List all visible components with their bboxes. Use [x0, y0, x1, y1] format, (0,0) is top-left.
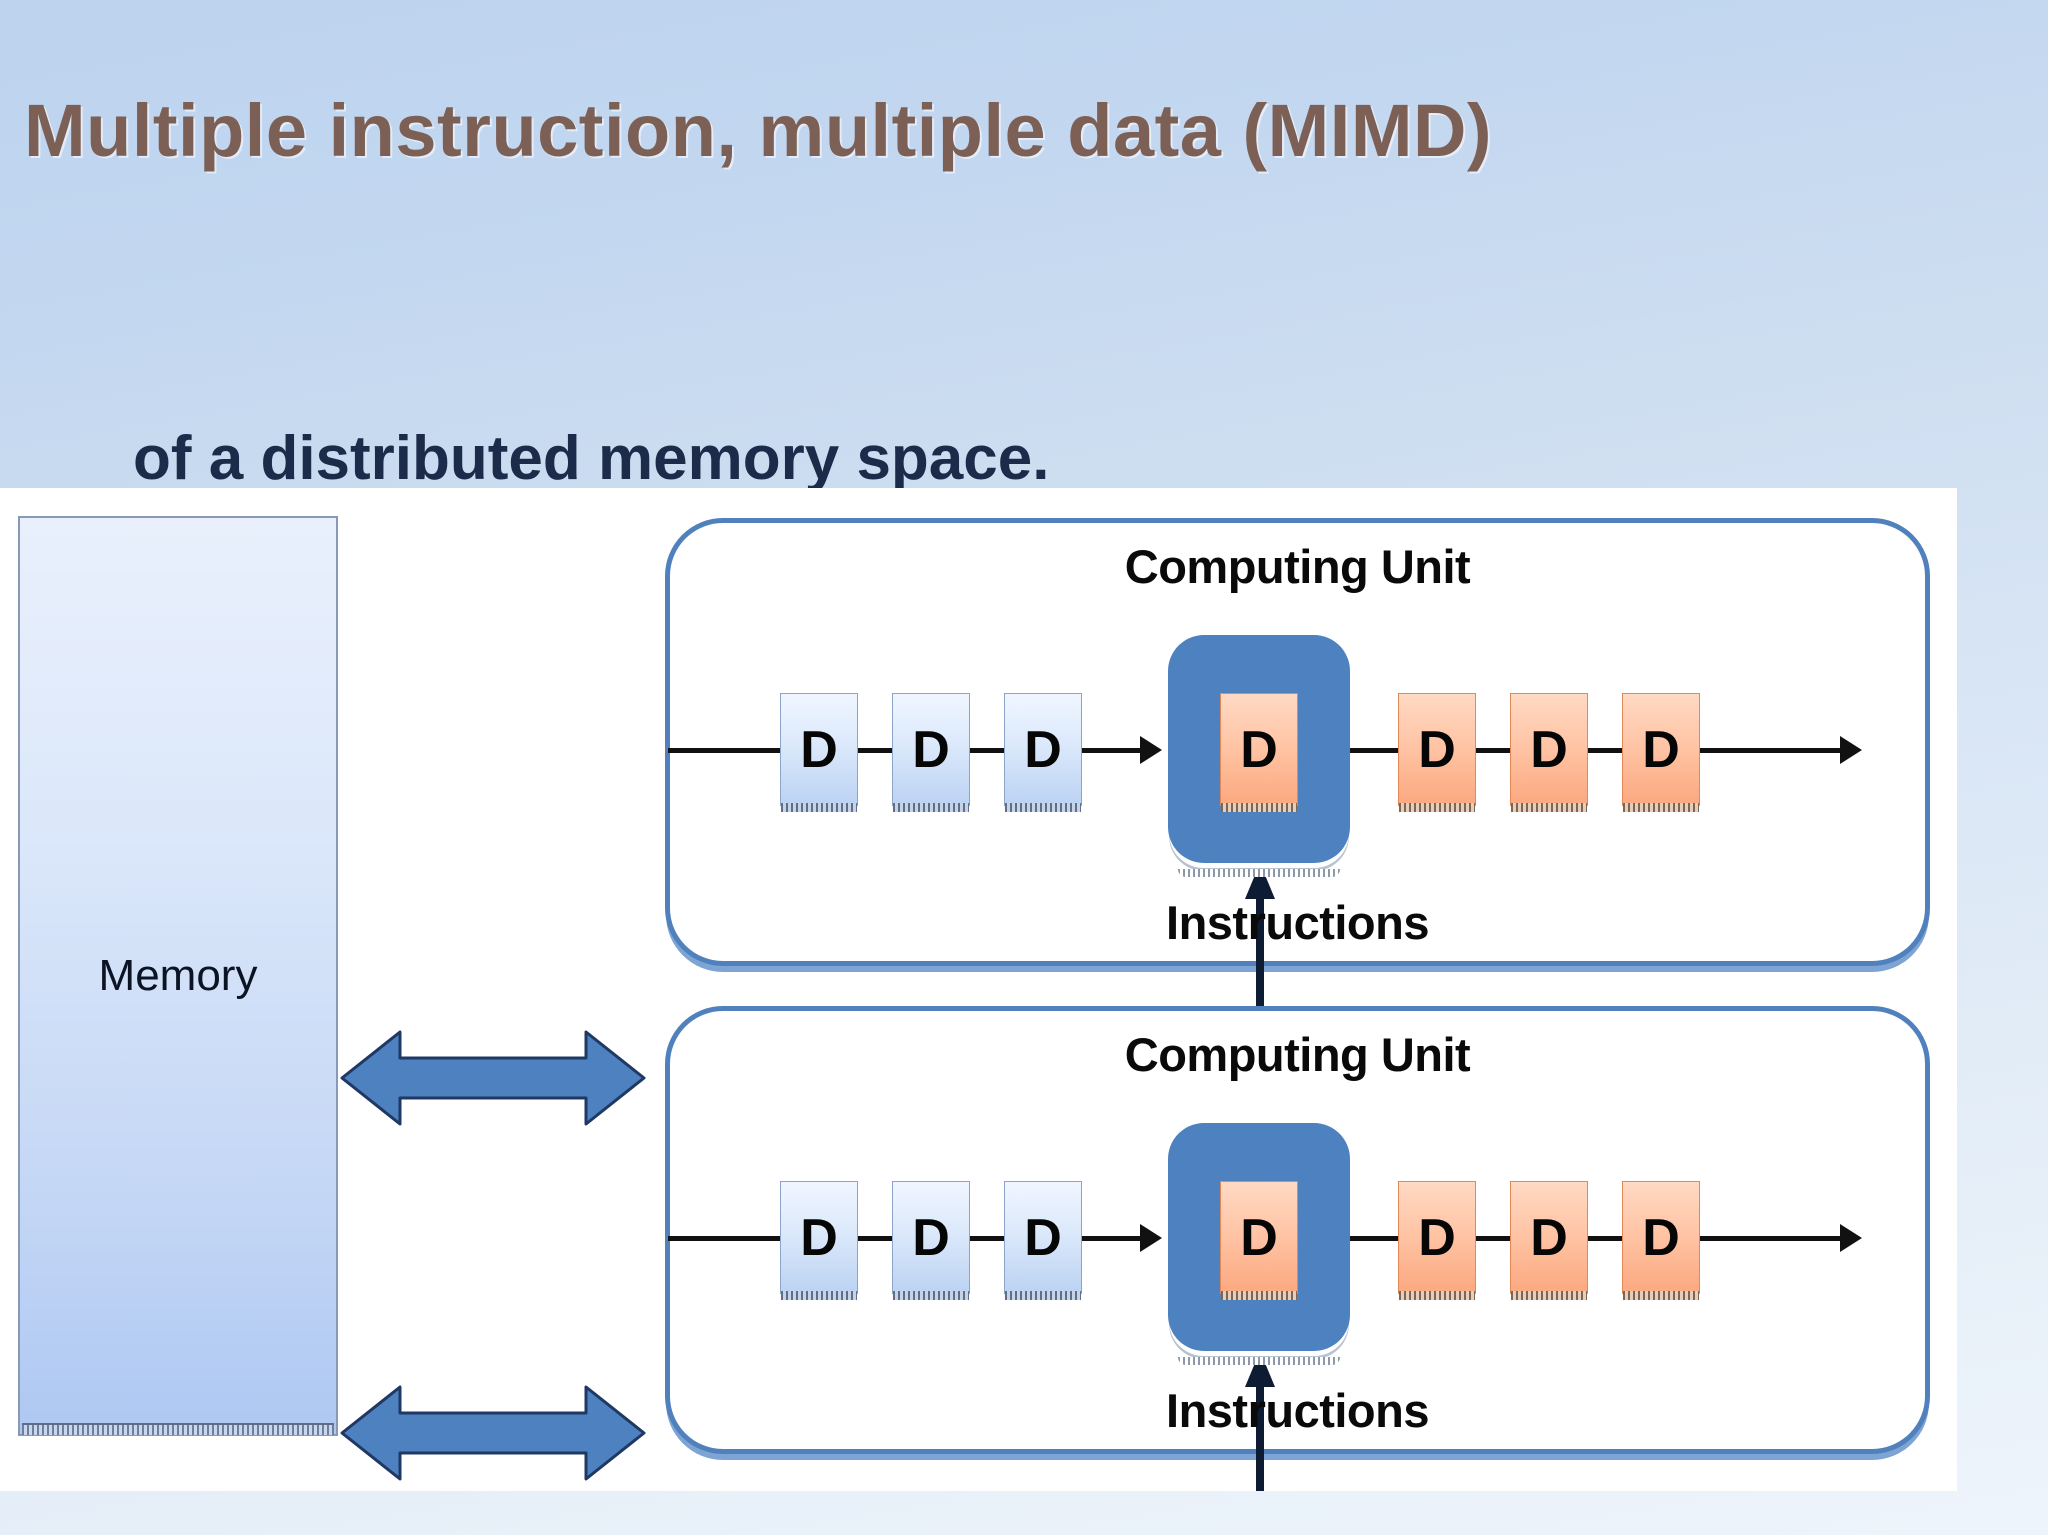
wire-in-to-core [1082, 1236, 1142, 1241]
body-text-clipped: of a distributed memory space. [133, 424, 1050, 493]
instructions-label: Instructions [1166, 896, 1429, 949]
data-cell-base-strip [1221, 1291, 1297, 1300]
data-cell-base-strip [1005, 1291, 1081, 1300]
data-cell-base-strip [781, 1291, 857, 1300]
data-cell-label: D [1418, 1208, 1456, 1267]
data-cell-base-strip [1511, 803, 1587, 812]
data-cell-output-1: D [1398, 1181, 1476, 1300]
processor-core-base-strip [1178, 869, 1340, 877]
wire-core-to-out [1350, 1236, 1398, 1241]
pipeline-row: D D D D [668, 1123, 1925, 1491]
data-cell-base-strip [893, 803, 969, 812]
data-cell-input-3: D [1004, 693, 1082, 812]
wire-input-entry [668, 1236, 780, 1241]
wire-in-2-3 [970, 1236, 1004, 1241]
wire-output-exit [1700, 1236, 1842, 1241]
data-cell-label: D [800, 1208, 838, 1267]
data-cell-base-strip [893, 1291, 969, 1300]
data-cell-label: D [1024, 1208, 1062, 1267]
computing-unit-title: Computing Unit [1124, 540, 1471, 593]
data-cell-in-core: D [1220, 693, 1298, 812]
instructions-arrow [1240, 1351, 1280, 1491]
memory-label: Memory [98, 951, 258, 1000]
wire-out-2-3 [1588, 1236, 1622, 1241]
arrow-up-icon [1245, 1351, 1275, 1491]
computing-unit-1: Computing Unit D D D [665, 518, 1930, 1035]
arrowhead-output-exit-icon [1840, 736, 1862, 764]
data-cell-output-2: D [1510, 1181, 1588, 1300]
wire-in-to-core [1082, 748, 1142, 753]
mimd-diagram: Memory Computing Unit D D [0, 488, 1957, 1491]
wire-input-entry [668, 748, 780, 753]
memory-block: Memory [18, 516, 338, 1436]
arrowhead-into-core-icon [1140, 1224, 1162, 1252]
data-cell-output-3: D [1622, 693, 1700, 812]
data-cell-base-strip [1623, 803, 1699, 812]
bidirectional-arrow-icon [340, 1030, 646, 1126]
arrow-up-icon [1245, 863, 1275, 1035]
data-cell-base-strip [1221, 803, 1297, 812]
processor-core: D [1168, 635, 1350, 877]
data-cell-label: D [1642, 1208, 1680, 1267]
wire-out-1-2 [1476, 748, 1510, 753]
data-cell-base-strip [1399, 803, 1475, 812]
processor-core-base-strip [1178, 1357, 1340, 1365]
data-cell-label: D [800, 720, 838, 779]
wire-core-to-out [1350, 748, 1398, 753]
data-cell-label: D [1418, 720, 1456, 779]
data-cell-in-core: D [1220, 1181, 1298, 1300]
data-cell-input-2: D [892, 693, 970, 812]
memory-base-strip [22, 1423, 334, 1435]
wire-out-1-2 [1476, 1236, 1510, 1241]
wire-in-1-2 [858, 1236, 892, 1241]
instructions-arrow [1240, 863, 1280, 1035]
wire-output-exit [1700, 748, 1842, 753]
data-cell-base-strip [781, 803, 857, 812]
arrowhead-into-core-icon [1140, 736, 1162, 764]
wire-in-2-3 [970, 748, 1004, 753]
data-cell-label: D [1530, 720, 1568, 779]
bidirectional-arrow-icon [340, 1385, 646, 1481]
pipeline-row: D D D D [668, 635, 1925, 1035]
data-cell-base-strip [1511, 1291, 1587, 1300]
computing-unit-2: Computing Unit D D D D [665, 1006, 1930, 1491]
data-cell-base-strip [1399, 1291, 1475, 1300]
wire-in-1-2 [858, 748, 892, 753]
data-cell-output-2: D [1510, 693, 1588, 812]
data-cell-input-1: D [780, 1181, 858, 1300]
data-cell-output-1: D [1398, 693, 1476, 812]
data-cell-output-3: D [1622, 1181, 1700, 1300]
processor-core: D [1168, 1123, 1350, 1365]
data-cell-label: D [1240, 720, 1278, 779]
arrowhead-output-exit-icon [1840, 1224, 1862, 1252]
data-cell-label: D [1024, 720, 1062, 779]
data-cell-label: D [912, 720, 950, 779]
data-cell-label: D [1642, 720, 1680, 779]
page-title: Multiple instruction, multiple data (MIM… [24, 89, 1493, 172]
data-cell-label: D [1530, 1208, 1568, 1267]
data-cell-base-strip [1005, 803, 1081, 812]
wire-out-2-3 [1588, 748, 1622, 753]
data-cell-label: D [1240, 1208, 1278, 1267]
memory-bus-arrow-top [338, 1018, 648, 1138]
data-cell-input-3: D [1004, 1181, 1082, 1300]
memory-bus-arrow-bottom [338, 1373, 648, 1491]
instructions-label: Instructions [1166, 1384, 1429, 1437]
data-cell-label: D [912, 1208, 950, 1267]
data-cell-input-1: D [780, 693, 858, 812]
data-cell-input-2: D [892, 1181, 970, 1300]
data-cell-base-strip [1623, 1291, 1699, 1300]
computing-unit-title: Computing Unit [1124, 1028, 1471, 1081]
